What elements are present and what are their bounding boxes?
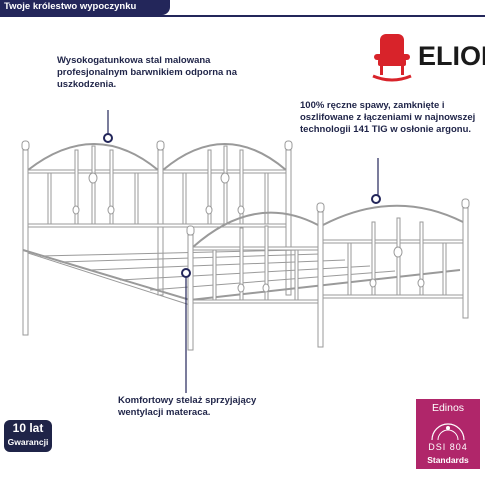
feature-note-frame: Komfortowy stelaż sprzyjający wentylacji… <box>118 395 257 418</box>
top-banner: Twoje królestwo wypoczynku <box>0 0 485 40</box>
certificate-standard: DSI 804 <box>428 442 468 452</box>
certificate-badge: Edinos DSI 804 Standards <box>416 399 480 469</box>
rocking-chair-icon <box>372 34 412 82</box>
banner-divider <box>0 15 485 17</box>
feature-note-welds: 100% ręczne spawy, zamknięte i oszlifowa… <box>300 100 476 135</box>
brand-logo: ELIOR <box>368 32 485 86</box>
feature-note-steel: Wysokogatunkowa stal malowana profesjona… <box>57 55 238 90</box>
seal-icon <box>431 423 465 441</box>
banner-tab: Twoje królestwo wypoczynku <box>0 0 170 15</box>
certificate-label: Standards <box>427 455 469 465</box>
warranty-badge: 10 lat Gwarancji <box>4 420 52 452</box>
certificate-brand: Edinos <box>431 402 465 414</box>
brand-name: ELIOR <box>418 41 485 71</box>
warranty-years: 10 lat <box>12 421 44 435</box>
banner-title: Twoje królestwo wypoczynku <box>4 1 137 12</box>
warranty-label: Gwarancji <box>7 437 49 447</box>
